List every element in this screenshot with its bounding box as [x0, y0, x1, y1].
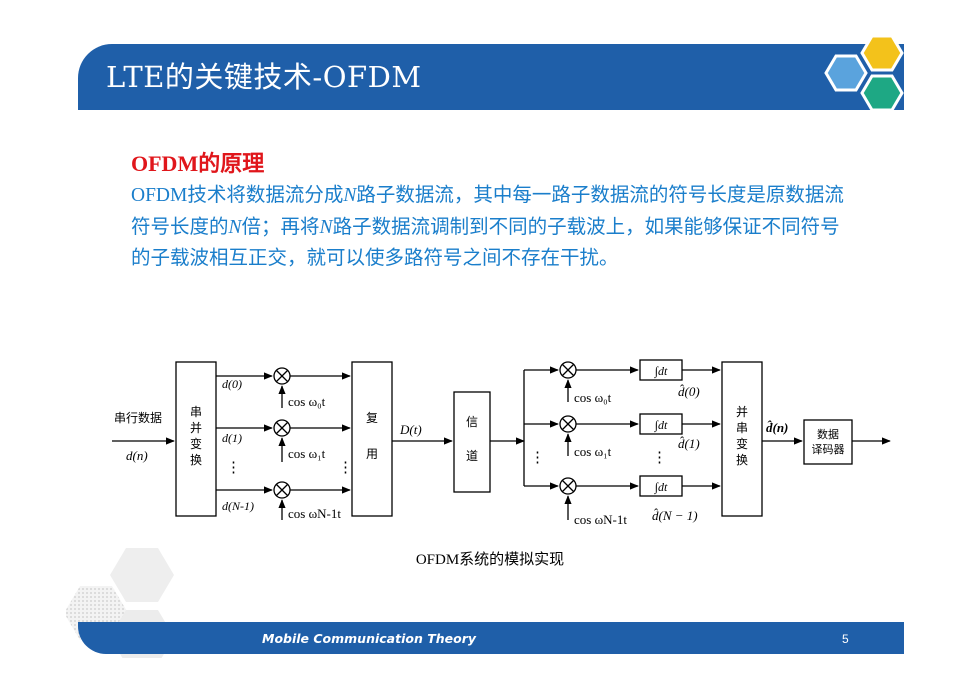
rx-ellipsis-right: ⋮ [652, 450, 667, 466]
tx-carrier-n: cos ωN-1t [288, 506, 341, 521]
rx-output-n: d̂(N − 1) [652, 508, 698, 523]
multiplexer-block [351, 361, 393, 517]
paragraph-run: OFDM [131, 185, 188, 206]
paragraph-run: N [228, 216, 242, 238]
rx-output-0: d̂(0) [678, 384, 700, 399]
ps-block-char-0: 并 [736, 405, 748, 419]
mux-block-char-0: 复 [366, 411, 378, 425]
section-heading: OFDM的原理 [131, 151, 265, 176]
hexagon-logo-icon [824, 34, 904, 112]
footer-bar [78, 622, 904, 654]
branch-input-n: d(N-1) [222, 499, 254, 513]
sp-block-char-3: 换 [190, 453, 202, 467]
content-area: OFDM的原理 OFDM技术将数据流分成N路子数据流，其中每一路子数据流的符号长… [131, 146, 851, 274]
ps-block-char-2: 变 [736, 436, 748, 451]
channel-block [453, 391, 491, 493]
parallel-serial-block [721, 361, 763, 517]
diagram-caption: OFDM系统的模拟实现 [415, 552, 565, 568]
tx-carrier-1: cos ω₁t [288, 446, 326, 461]
page-number: 5 [842, 632, 849, 646]
footer-title: Mobile Communication Theory [262, 631, 477, 646]
integrator-label-0: ∫dt [654, 364, 668, 378]
integrator-label-n: ∫dt [654, 480, 668, 494]
tx-carrier-0: cos ω₀t [288, 394, 326, 409]
channel-signal-label: D(t) [399, 422, 422, 437]
sp-block-char-2: 变 [190, 436, 202, 451]
output-signal-label: d̂(n) [766, 420, 788, 435]
rx-carrier-0: cos ω₀t [574, 390, 612, 405]
input-signal-label: d(n) [126, 448, 148, 463]
ps-block-char-1: 串 [736, 421, 748, 435]
input-label: 串行数据 [114, 410, 162, 425]
ofdm-block-diagram: 串行数据 d(n) 串 并 变 换 d(0) d(1) d(N-1) ⋮ cos… [112, 359, 891, 527]
channel-block-char-0: 信 [466, 415, 478, 429]
rx-output-1: d̂(1) [678, 436, 700, 451]
decoder-block [803, 419, 853, 465]
sp-block-char-1: 并 [190, 421, 202, 435]
description-paragraph: OFDM技术将数据流分成N路子数据流，其中每一路子数据流的符号长度是原数据流符号… [131, 180, 851, 274]
branch-input-1: d(1) [222, 431, 242, 445]
ps-block-char-3: 换 [736, 453, 748, 467]
paragraph-run: 技术将数据流分成 [187, 183, 344, 206]
branch-input-0: d(0) [222, 377, 242, 391]
title-bar [78, 44, 904, 110]
serial-parallel-block [175, 361, 217, 517]
integrator-label-1: ∫dt [654, 418, 668, 432]
rx-carrier-1: cos ω₁t [574, 444, 612, 459]
paragraph-run: 路子数据流调制到不同的子载波上，如果能够保证不同符号的子载波相互正交，就可以使多… [131, 214, 840, 270]
mux-block-char-1: 用 [366, 447, 378, 461]
tx-ellipsis-right: ⋮ [338, 460, 353, 476]
decoder-block-line-0: 数据 [817, 427, 839, 441]
tx-ellipsis: ⋮ [226, 460, 241, 476]
sp-block-char-0: 串 [190, 405, 202, 419]
channel-block-char-1: 道 [466, 449, 478, 463]
paragraph-run: 倍；再将 [241, 214, 320, 238]
rx-ellipsis: ⋮ [530, 450, 545, 466]
paragraph-run: N [319, 216, 333, 238]
slide-title: LTE的关键技术-OFDM [106, 60, 422, 94]
decoder-block-line-1: 译码器 [812, 443, 845, 456]
rx-carrier-n: cos ωN-1t [574, 512, 627, 527]
paragraph-run: N [343, 185, 357, 206]
paragraph-run: 路子数据流，其中每一路子数据流的符号长度是原数据流符号长度的 [131, 183, 844, 238]
